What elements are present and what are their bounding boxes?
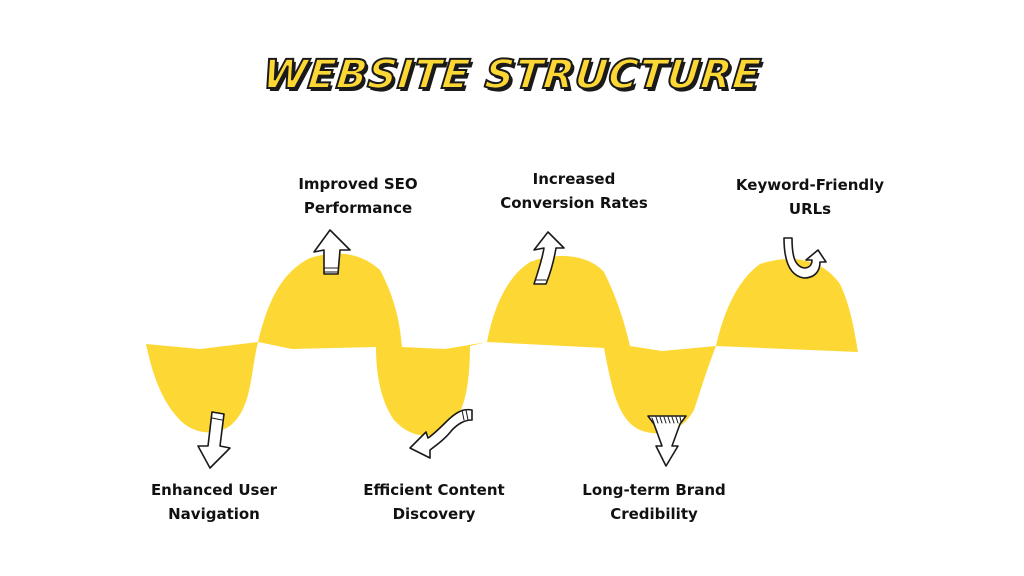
benefit-line: Efficient Content	[363, 481, 505, 499]
benefit-efficient-content-discovery: Efficient Content Discovery	[334, 478, 534, 526]
benefit-line: Increased	[532, 170, 616, 188]
benefit-line: Conversion Rates	[500, 194, 648, 212]
benefit-line: Discovery	[392, 505, 476, 523]
benefit-line: Long-term Brand	[582, 481, 726, 499]
arrow-down-icon	[197, 411, 231, 469]
benefit-line: Navigation	[168, 505, 260, 523]
benefit-line: Credibility	[610, 505, 698, 523]
benefit-long-term-brand-credibility: Long-term Brand Credibility	[554, 478, 754, 526]
hook-arrow-icon	[783, 237, 827, 279]
benefit-line: Keyword-Friendly	[735, 176, 885, 194]
benefit-line: URLs	[788, 200, 832, 218]
benefit-increased-conversion-rates: Increased Conversion Rates	[474, 167, 674, 215]
benefit-line: Improved SEO	[298, 175, 418, 193]
benefit-line: Enhanced User	[150, 481, 278, 499]
arrow-up-icon	[313, 229, 351, 275]
benefit-improved-seo-performance: Improved SEO Performance	[258, 172, 458, 220]
benefit-enhanced-user-navigation: Enhanced User Navigation	[114, 478, 314, 526]
funnel-arrow-down-icon	[647, 415, 687, 467]
benefit-keyword-friendly-urls: Keyword-Friendly URLs	[710, 173, 910, 221]
curved-arrow-up-icon	[533, 231, 565, 285]
wavy-arrow-icon	[409, 408, 473, 459]
benefit-line: Performance	[303, 199, 413, 217]
wave-shape	[146, 253, 858, 436]
